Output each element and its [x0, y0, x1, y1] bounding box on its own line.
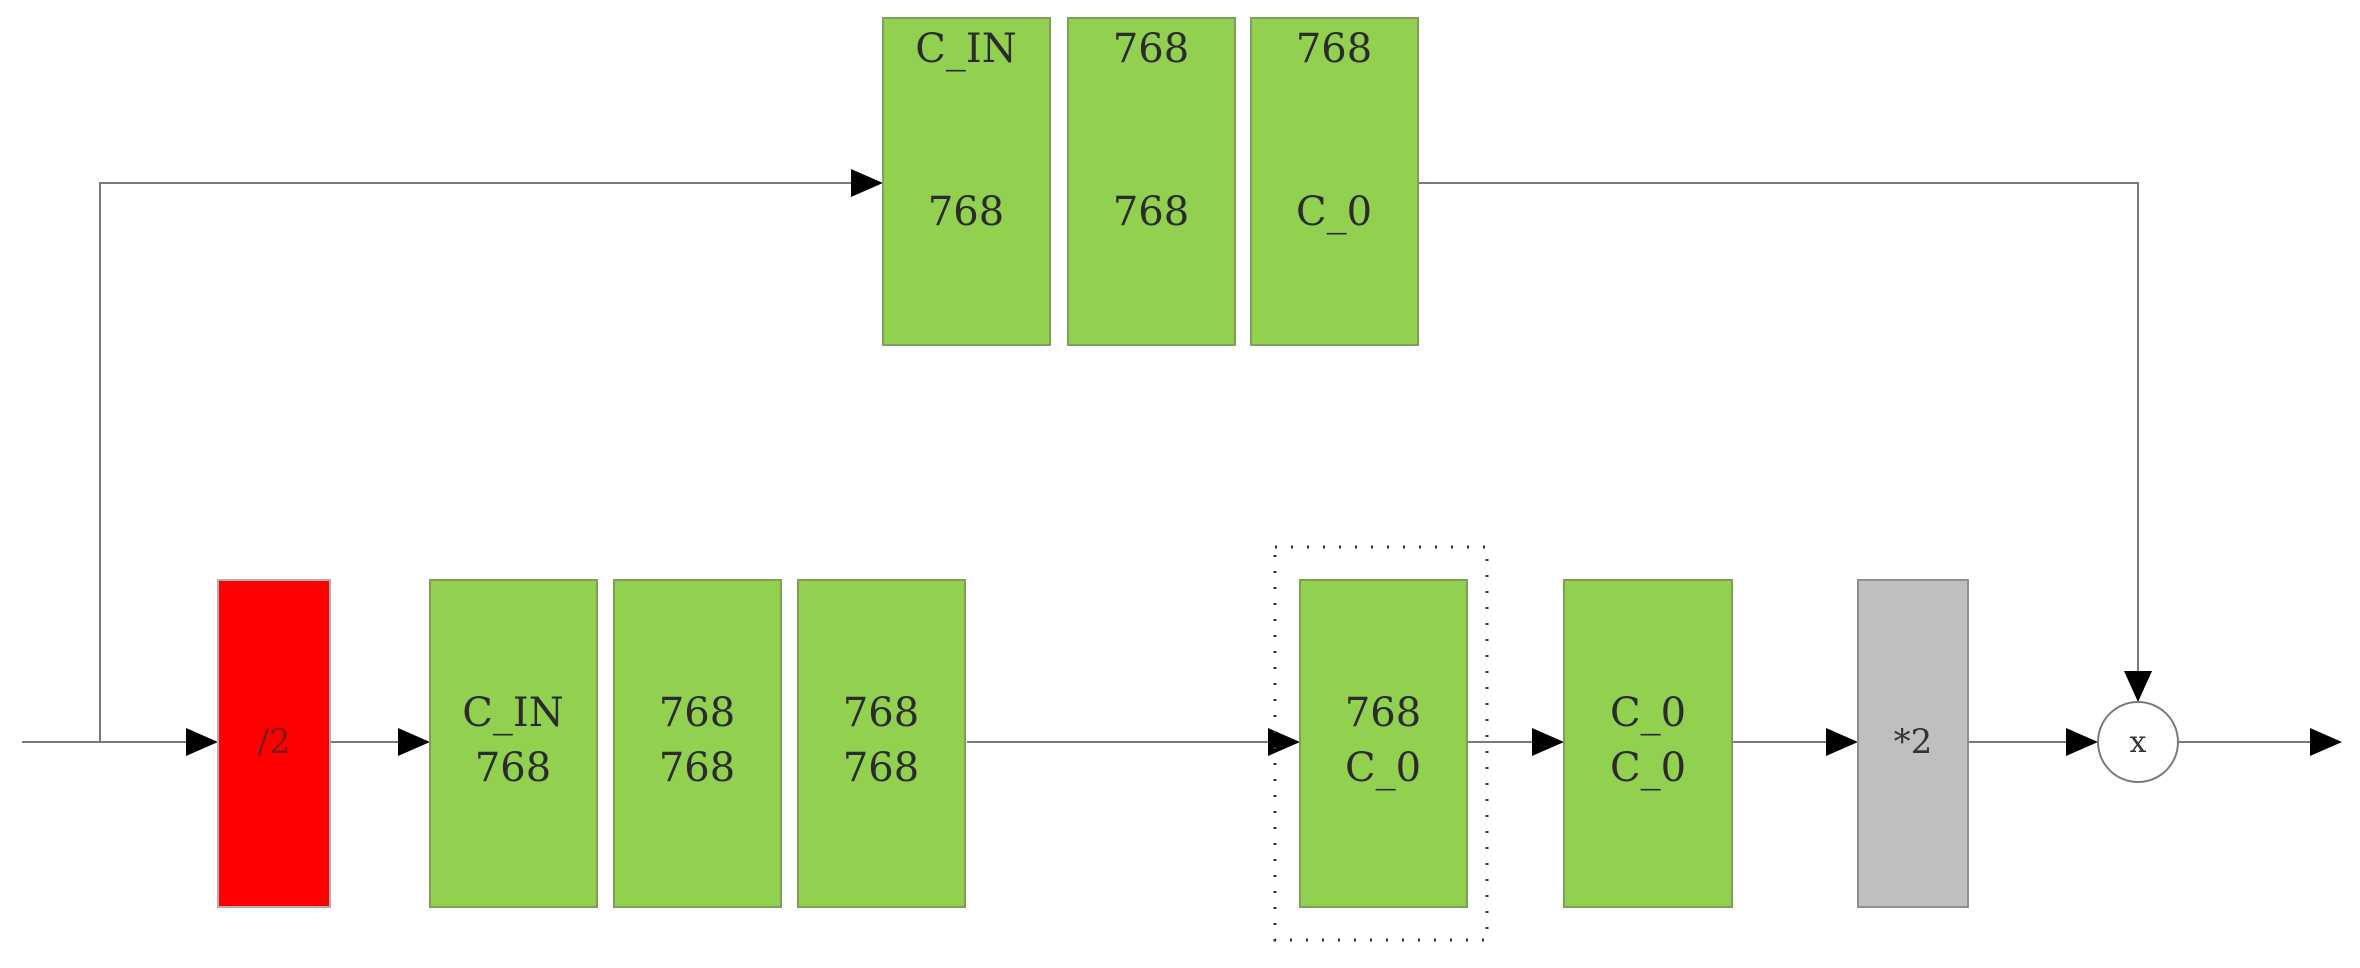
- multiply-label: x: [2130, 725, 2147, 760]
- main-layer-2-in: 768: [659, 690, 735, 736]
- top-branch: C_IN 768 768 768 768 C_0: [882, 17, 1419, 346]
- top-layer-1-out: 768: [928, 189, 1004, 235]
- arrow-into-divide: [186, 728, 218, 756]
- main-layer-3: 768 768: [797, 579, 966, 908]
- main-branch: /2 C_IN 768 768 768 768 768 768 C_0 C_0 …: [217, 545, 2179, 942]
- top-branch-output-line: [1418, 182, 2139, 675]
- main-layer-1-box: [429, 579, 598, 908]
- arrow-into-scale: [1826, 728, 1858, 756]
- scale-box: [1857, 579, 1969, 908]
- multiply-circle: [2097, 701, 2179, 783]
- main-layer-4-box: [1299, 579, 1468, 908]
- main-layer-4-out: C_0: [1345, 745, 1421, 791]
- top-layer-3-in: 768: [1296, 26, 1372, 72]
- top-layer-2-out: 768: [1113, 189, 1189, 235]
- main-layer-1-out: 768: [475, 745, 551, 791]
- main-layer-1-in: C_IN: [462, 690, 563, 736]
- top-layer-1: C_IN 768: [882, 17, 1051, 346]
- main-layer-5-out: C_0: [1610, 745, 1686, 791]
- divide-block: /2: [217, 579, 331, 908]
- top-layer-3-box: [1250, 17, 1419, 346]
- skip-branch-line: [99, 182, 855, 742]
- main-layer-4-in: 768: [1345, 690, 1421, 736]
- main-layer-2: 768 768: [613, 579, 782, 908]
- arrow-into-layer4: [1268, 728, 1300, 756]
- top-layer-3: 768 C_0: [1250, 17, 1419, 346]
- top-layer-1-in: C_IN: [915, 26, 1016, 72]
- top-layer-2: 768 768: [1067, 17, 1236, 346]
- main-layer-4: 768 C_0: [1299, 579, 1468, 908]
- main-layer-3-box: [797, 579, 966, 908]
- arrow-into-top-branch: [851, 169, 883, 197]
- top-layer-2-box: [1067, 17, 1236, 346]
- top-layer-3-out: C_0: [1296, 189, 1372, 235]
- arrow-into-layers: [398, 728, 430, 756]
- multiply-node: x: [2097, 701, 2179, 783]
- top-layer-1-box: [882, 17, 1051, 346]
- main-layer-3-out: 768: [843, 745, 919, 791]
- arrow-into-layer5: [1532, 728, 1564, 756]
- scale-block: *2: [1857, 579, 1969, 908]
- main-layer-5-box: [1563, 579, 1733, 908]
- divide-label: /2: [257, 722, 290, 762]
- top-layer-2-in: 768: [1113, 26, 1189, 72]
- divide-box: [217, 579, 331, 908]
- arrow-down-into-multiply: [2124, 671, 2152, 702]
- connections: [22, 182, 2312, 743]
- main-layer-2-out: 768: [659, 745, 735, 791]
- scale-label: *2: [1894, 722, 1933, 762]
- main-layer-5: C_0 C_0: [1563, 579, 1733, 908]
- main-layer-3-in: 768: [843, 690, 919, 736]
- arrow-into-multiply: [2066, 728, 2098, 756]
- main-layer-5-in: C_0: [1610, 690, 1686, 736]
- main-layer-2-box: [613, 579, 782, 908]
- arrow-output: [2310, 728, 2342, 756]
- main-layer-1: C_IN 768: [429, 579, 598, 908]
